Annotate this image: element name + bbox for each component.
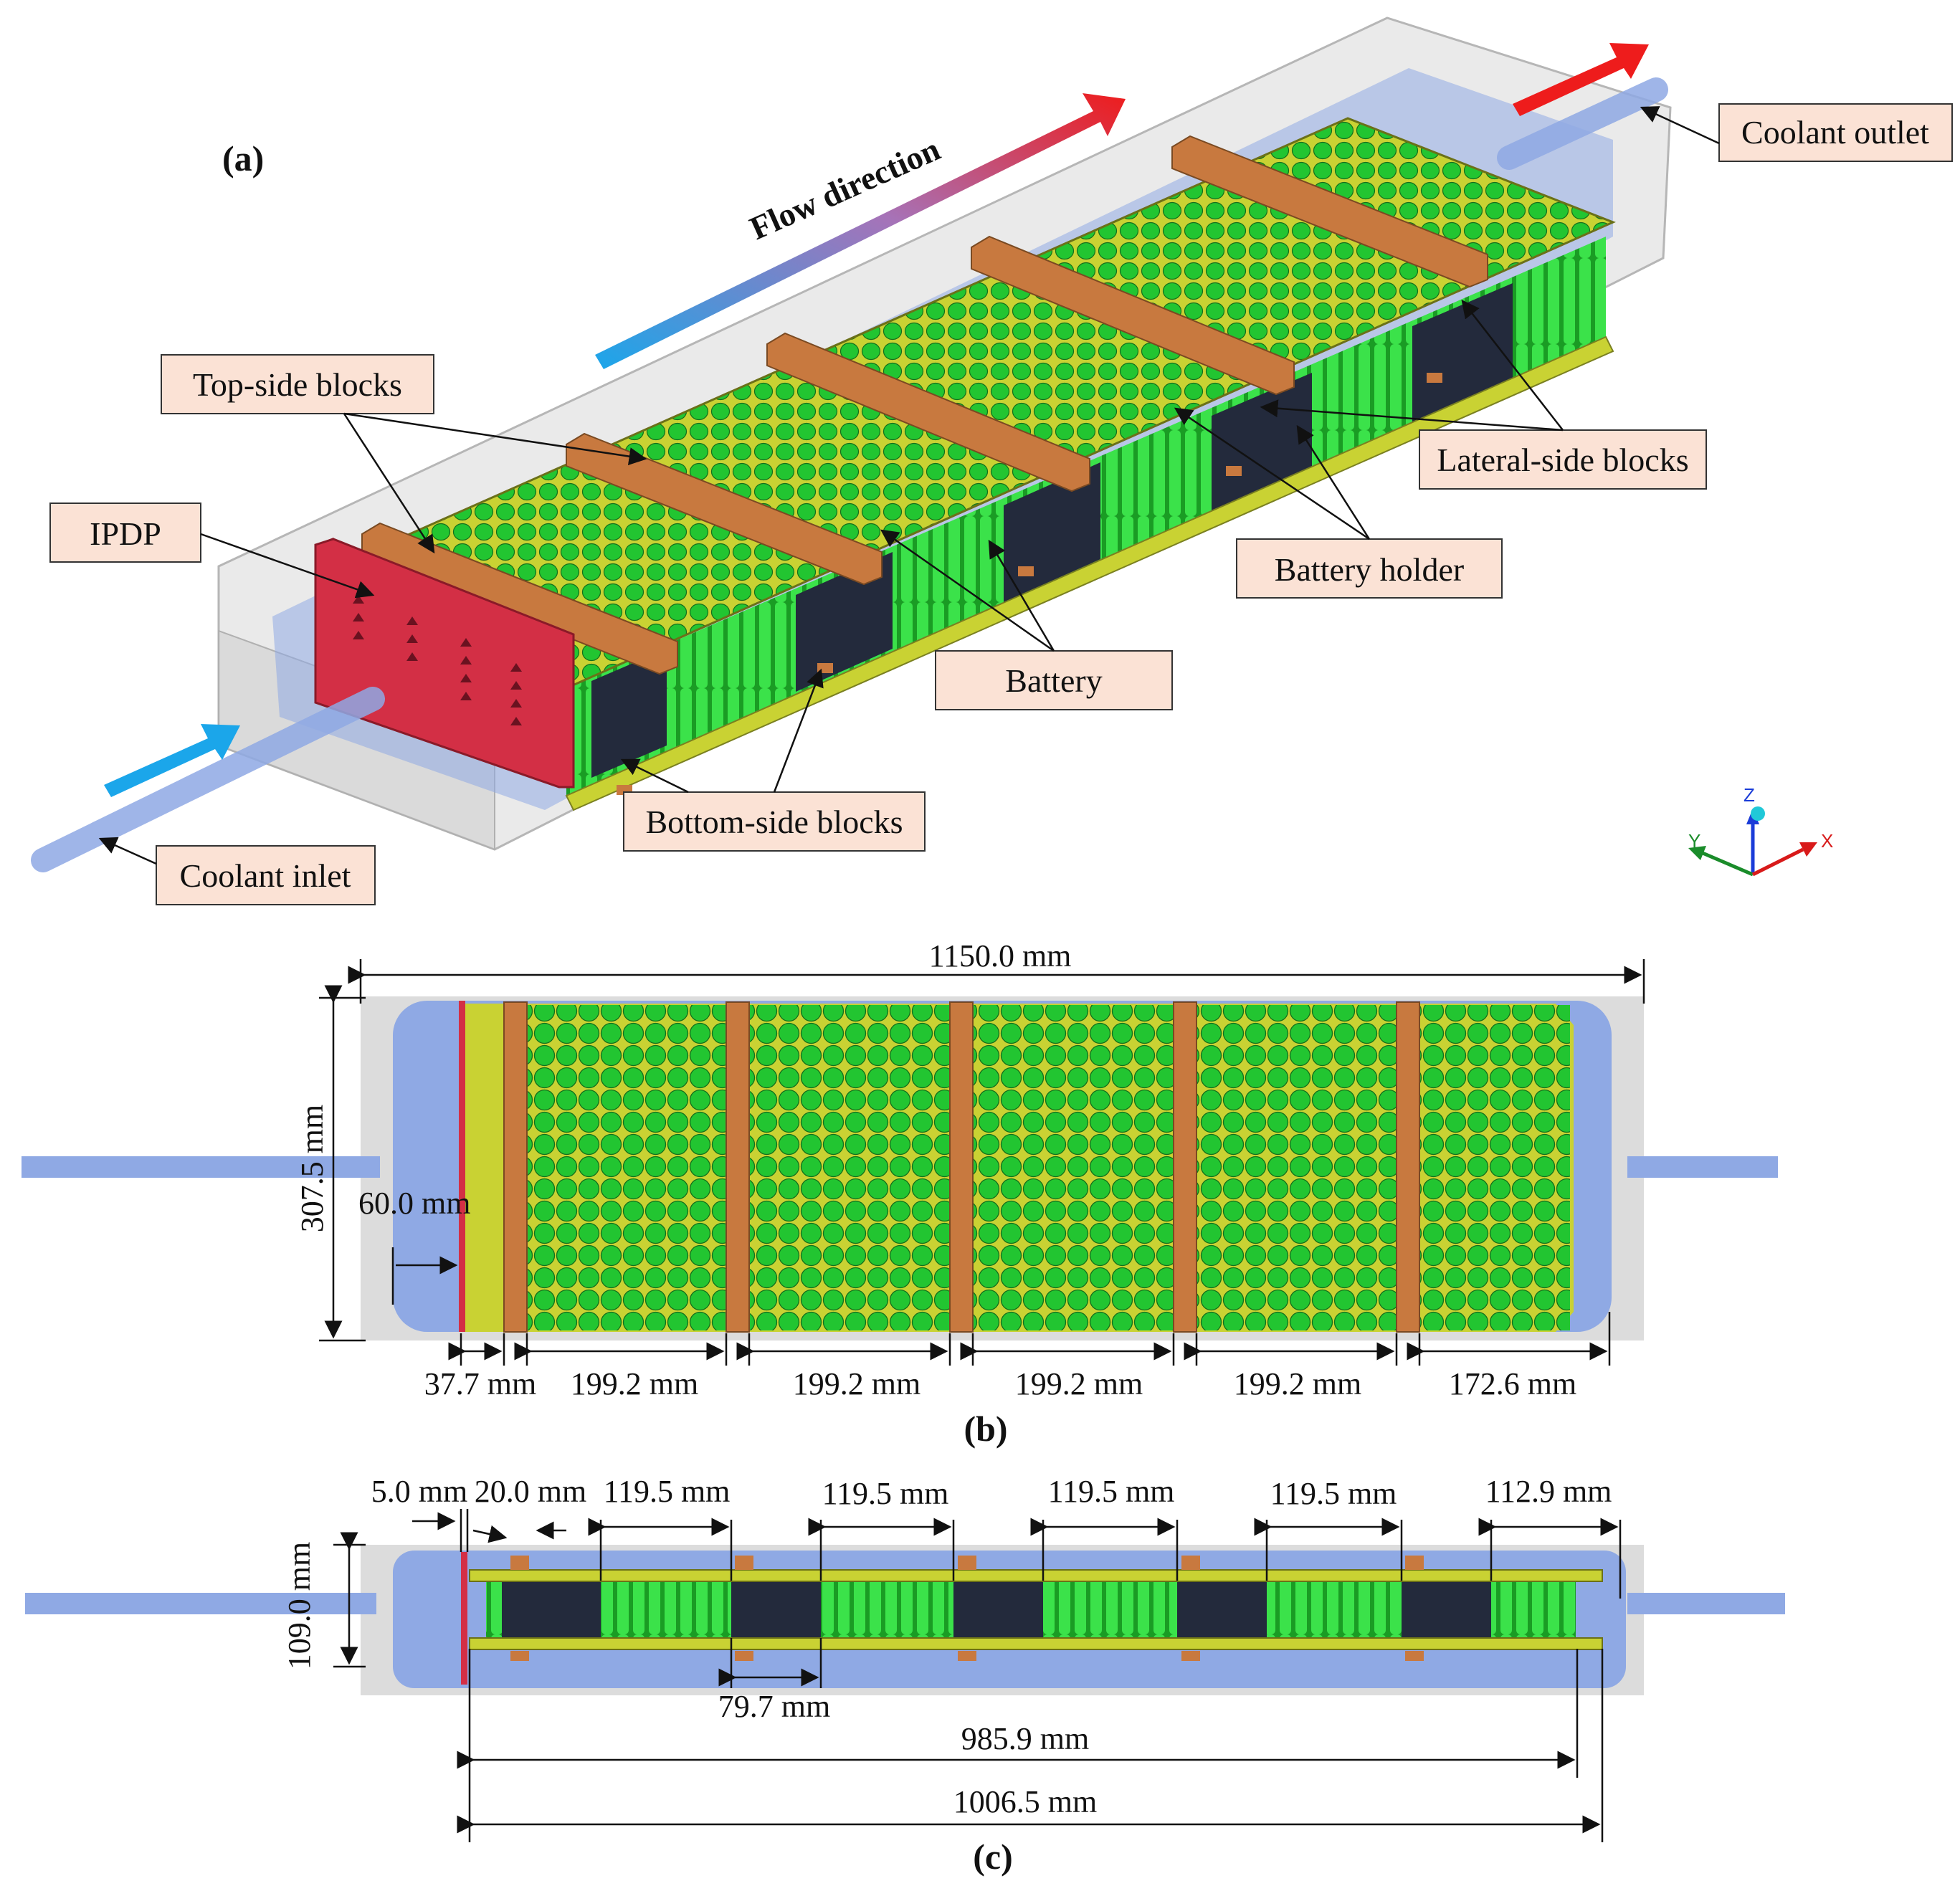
- ipdp-holes: [353, 595, 522, 725]
- dim-b-total-length: 1150.0 mm: [348, 938, 1645, 1004]
- svg-text:20.0 mm: 20.0 mm: [475, 1474, 586, 1509]
- panel-c: 5.0 mm 20.0 mm 119.5 mm 119.5 mm 119.5 m…: [25, 1474, 1785, 1877]
- dim-b-segments: 37.7 mm 199.2 mm 199.2 mm 199.2 mm 199.2…: [424, 1312, 1611, 1401]
- svg-text:37.7 mm: 37.7 mm: [424, 1366, 536, 1401]
- svg-text:Battery: Battery: [1005, 662, 1102, 699]
- dim-b-inlet-gap: 60.0 mm: [358, 1186, 470, 1305]
- panel-c-label: (c): [973, 1837, 1013, 1877]
- top-block-2: [566, 432, 883, 586]
- b-outlet-pipe: [1627, 1156, 1778, 1178]
- dim-c-top: 5.0 mm 20.0 mm 119.5 mm 119.5 mm 119.5 m…: [371, 1474, 1622, 1599]
- bottom-block-3: [1018, 566, 1034, 576]
- c-outlet-pipe: [1627, 1593, 1785, 1614]
- svg-text:Bottom-side blocks: Bottom-side blocks: [645, 804, 903, 840]
- callout-coolant-outlet: Coolant outlet: [1640, 103, 1953, 162]
- svg-text:199.2 mm: 199.2 mm: [793, 1366, 920, 1401]
- c-top-holder: [469, 1569, 1603, 1582]
- panel-a-label: (a): [222, 138, 264, 178]
- b-block-5: [1396, 1001, 1420, 1333]
- callout-bottom-side-blocks: Bottom-side blocks: [620, 668, 926, 852]
- panel-a: Flow direction (a) Coolant outlet Top-si…: [31, 16, 1953, 905]
- svg-text:119.5 mm: 119.5 mm: [1270, 1476, 1397, 1511]
- b-block-1: [503, 1001, 528, 1333]
- b-cells: [520, 1005, 1570, 1330]
- dim-c-height: 109.0 mm: [282, 1532, 366, 1670]
- svg-text:Coolant outlet: Coolant outlet: [1741, 114, 1929, 151]
- svg-text:79.7 mm: 79.7 mm: [718, 1689, 830, 1724]
- svg-text:119.5 mm: 119.5 mm: [604, 1474, 731, 1509]
- svg-text:199.2 mm: 199.2 mm: [1234, 1366, 1361, 1401]
- dim-b-height: 307.5 mm: [295, 985, 366, 1342]
- callout-coolant-inlet: Coolant inlet: [98, 837, 376, 905]
- c-lateral-block-3: [953, 1581, 1043, 1638]
- svg-text:985.9 mm: 985.9 mm: [961, 1721, 1089, 1756]
- c-blocks: [510, 1556, 1424, 1661]
- b-block-4: [1173, 1001, 1197, 1333]
- svg-text:Lateral-side blocks: Lateral-side blocks: [1437, 442, 1688, 478]
- flow-direction-label: Flow direction: [744, 130, 945, 247]
- c-lateral-block-5: [1402, 1581, 1491, 1638]
- bottom-block-5: [1427, 373, 1442, 383]
- b-block-2: [726, 1001, 750, 1333]
- coolant-outlet-pipe: [1497, 77, 1668, 170]
- panel-b: 1150.0 mm 307.5 mm 60.0 mm: [22, 938, 1778, 1449]
- c-bottom-holder: [469, 1637, 1603, 1650]
- svg-text:119.5 mm: 119.5 mm: [1048, 1474, 1175, 1509]
- lateral-block-2: [796, 552, 893, 692]
- svg-text:1006.5 mm: 1006.5 mm: [953, 1784, 1097, 1819]
- inlet-blue-arrow: [104, 724, 240, 797]
- axis-triad: Z Y X: [1688, 784, 1833, 877]
- svg-text:5.0 mm: 5.0 mm: [371, 1474, 467, 1509]
- dim-c-block-gap: 79.7 mm: [718, 1638, 830, 1724]
- panel-b-label: (b): [964, 1409, 1007, 1449]
- dim-c-holder-length: 985.9 mm: [457, 1649, 1579, 1842]
- lateral-block-1: [591, 649, 667, 778]
- b-block-3: [949, 1001, 974, 1333]
- flow-direction-arrow: [595, 93, 1126, 369]
- b-ipdp: [459, 1001, 465, 1332]
- bottom-holder-plate: [565, 335, 1614, 811]
- c-lateral-block-2: [731, 1581, 821, 1638]
- c-lateral-block-1: [502, 1581, 601, 1638]
- ipdp-red-plate-visible: [314, 538, 575, 789]
- c-ipdp: [461, 1552, 467, 1685]
- top-block-4: [971, 235, 1295, 396]
- svg-text:172.6 mm: 172.6 mm: [1449, 1366, 1576, 1401]
- svg-text:IPDP: IPDP: [90, 515, 161, 552]
- bottom-block-4: [1226, 466, 1242, 476]
- top-block-3: [766, 332, 1090, 492]
- svg-text:Y: Y: [1688, 830, 1700, 852]
- callout-lateral-side-blocks: Lateral-side blocks: [1260, 300, 1707, 490]
- svg-text:60.0 mm: 60.0 mm: [358, 1186, 470, 1221]
- lateral-block-5: [1412, 283, 1513, 423]
- b-inlet-pipe: [22, 1156, 380, 1178]
- svg-text:109.0 mm: 109.0 mm: [282, 1542, 317, 1670]
- outlet-red-arrow: [1513, 43, 1649, 116]
- top-block-5: [1171, 135, 1488, 288]
- svg-text:Battery holder: Battery holder: [1275, 551, 1464, 588]
- svg-text:199.2 mm: 199.2 mm: [1015, 1366, 1143, 1401]
- svg-text:Z: Z: [1743, 784, 1755, 806]
- callout-top-side-blocks: Top-side blocks: [161, 354, 647, 554]
- svg-text:Coolant inlet: Coolant inlet: [180, 857, 351, 894]
- svg-text:112.9 mm: 112.9 mm: [1485, 1474, 1612, 1509]
- c-lateral-block-4: [1177, 1581, 1267, 1638]
- callout-battery: Battery: [880, 529, 1173, 710]
- svg-text:199.2 mm: 199.2 mm: [571, 1366, 698, 1401]
- svg-text:X: X: [1821, 830, 1833, 852]
- svg-text:1150.0 mm: 1150.0 mm: [929, 938, 1072, 973]
- callout-battery-holder: Battery holder: [1174, 407, 1503, 599]
- dim-c-total-length: 1006.5 mm: [457, 1649, 1604, 1842]
- coolant-inlet-pipe: [31, 687, 385, 872]
- svg-text:Top-side blocks: Top-side blocks: [193, 366, 402, 403]
- callout-ipdp: IPDP: [49, 503, 375, 599]
- svg-text:119.5 mm: 119.5 mm: [822, 1476, 949, 1511]
- svg-text:307.5 mm: 307.5 mm: [295, 1105, 330, 1232]
- c-inlet-pipe: [25, 1593, 376, 1614]
